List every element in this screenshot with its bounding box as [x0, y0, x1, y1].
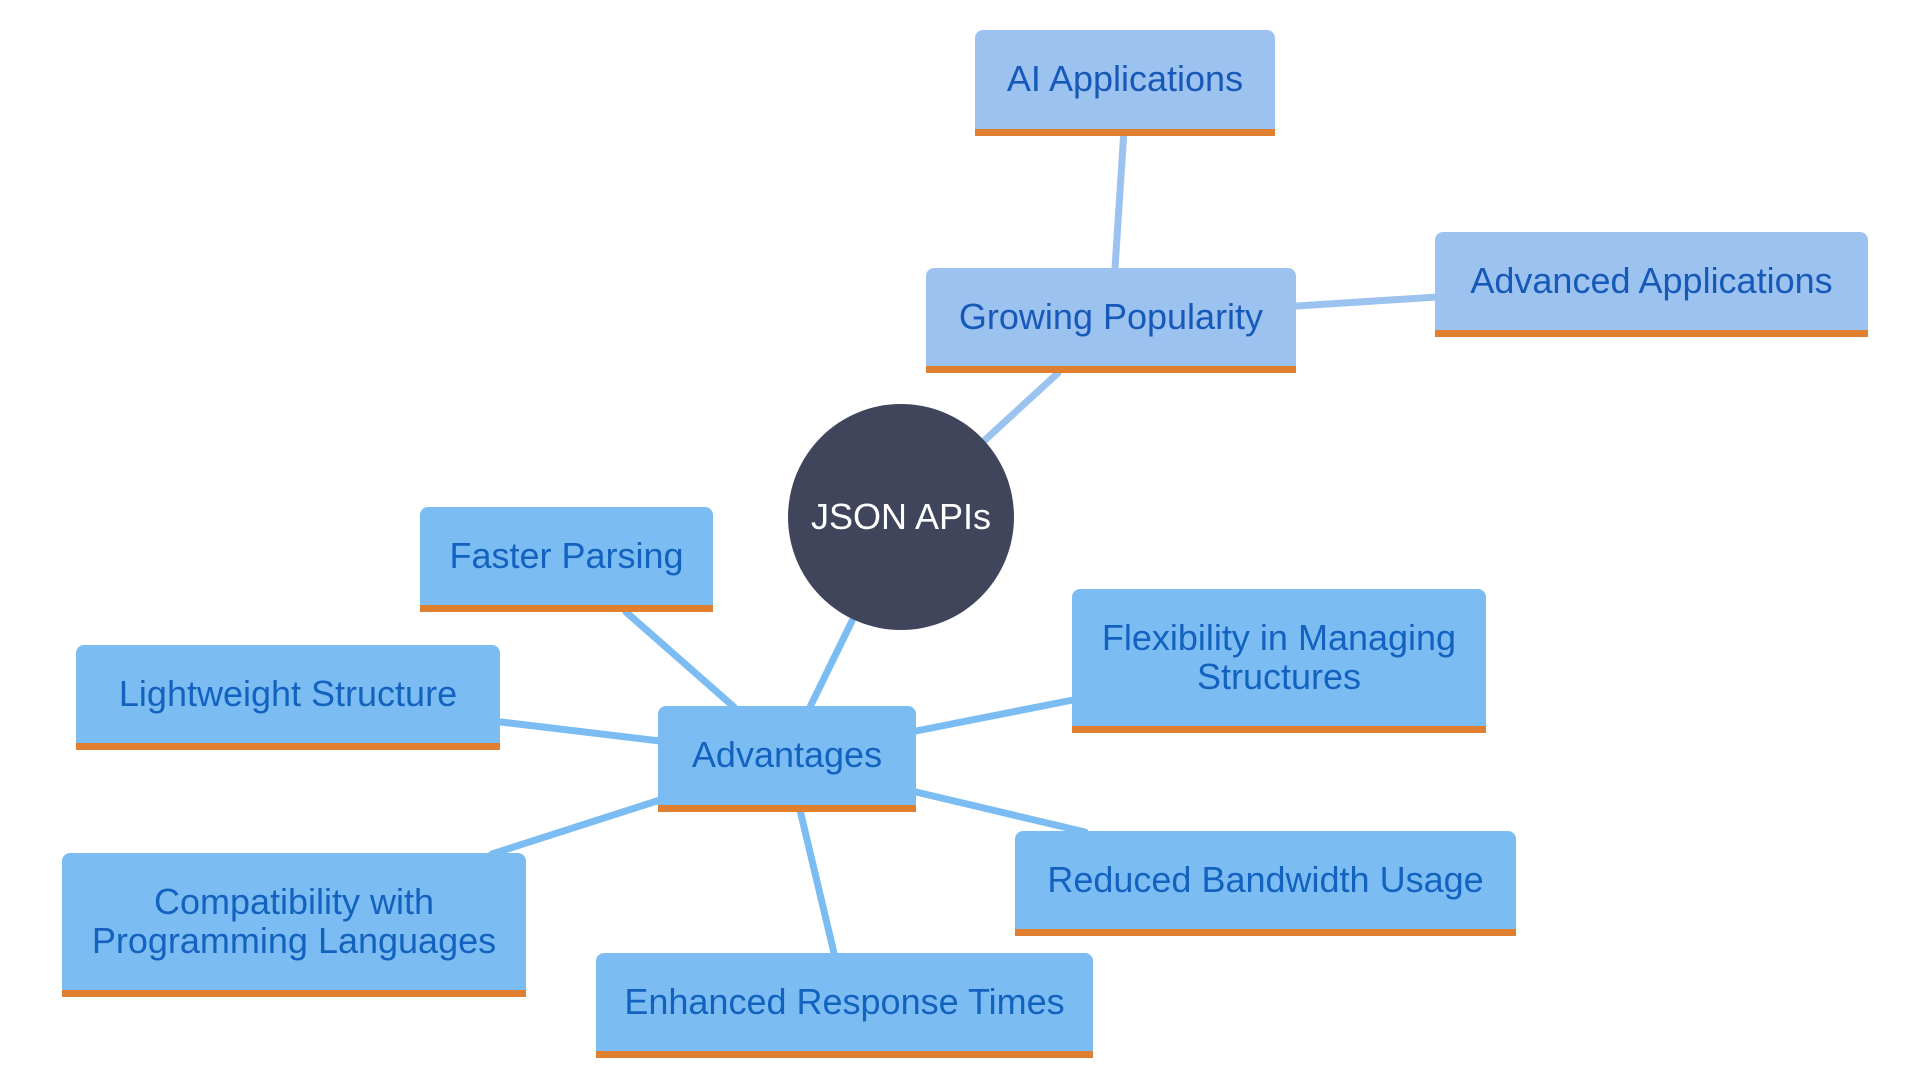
node-enhanced-response-times-label: Enhanced Response Times — [624, 980, 1065, 1022]
node-flexibility-in-managing-structures[interactable]: Flexibility in Managing Structures — [1072, 589, 1486, 733]
node-compatibility-with-programming-languages[interactable]: Compatibility with Programming Languages — [62, 853, 526, 997]
node-advantages[interactable]: Advantages — [658, 706, 916, 812]
node-flexibility-label: Flexibility in Managing Structures — [1101, 616, 1457, 697]
node-compatibility-label: Compatibility with Programming Languages — [91, 880, 497, 961]
node-faster-parsing-label: Faster Parsing — [449, 534, 684, 576]
edge-growing-popularity-ai-applications — [1111, 126, 1128, 272]
node-growing-popularity-label: Growing Popularity — [958, 295, 1264, 337]
node-reduced-bandwidth-usage[interactable]: Reduced Bandwidth Usage — [1015, 831, 1516, 936]
node-advantages-label: Advantages — [691, 734, 883, 776]
node-lightweight-structure-label: Lightweight Structure — [118, 672, 458, 714]
edge-advantages-enhanced-response — [796, 806, 838, 957]
edge-root-advantages — [806, 617, 856, 711]
edge-advantages-flexibility — [912, 696, 1077, 735]
root-node-json-apis[interactable]: JSON APIs — [788, 404, 1014, 630]
edge-advantages-reduced-bandwidth — [912, 788, 1089, 836]
node-lightweight-structure[interactable]: Lightweight Structure — [76, 645, 500, 750]
edge-growing-popularity-advanced-applications — [1293, 293, 1441, 310]
node-ai-applications-label: AI Applications — [1006, 58, 1244, 100]
root-node-label: JSON APIs — [810, 496, 992, 537]
node-growing-popularity[interactable]: Growing Popularity — [926, 268, 1296, 373]
node-advanced-applications[interactable]: Advanced Applications — [1435, 232, 1868, 337]
edge-root-growing-popularity — [981, 369, 1062, 444]
edge-advantages-compatibility — [488, 796, 664, 858]
node-enhanced-response-times[interactable]: Enhanced Response Times — [596, 953, 1093, 1058]
node-ai-applications[interactable]: AI Applications — [975, 30, 1275, 136]
node-advanced-applications-label: Advanced Applications — [1470, 259, 1833, 301]
node-reduced-bandwidth-usage-label: Reduced Bandwidth Usage — [1047, 858, 1484, 900]
edge-advantages-lightweight-structure — [497, 718, 664, 745]
node-faster-parsing[interactable]: Faster Parsing — [420, 507, 713, 612]
edge-advantages-faster-parsing — [622, 608, 738, 711]
